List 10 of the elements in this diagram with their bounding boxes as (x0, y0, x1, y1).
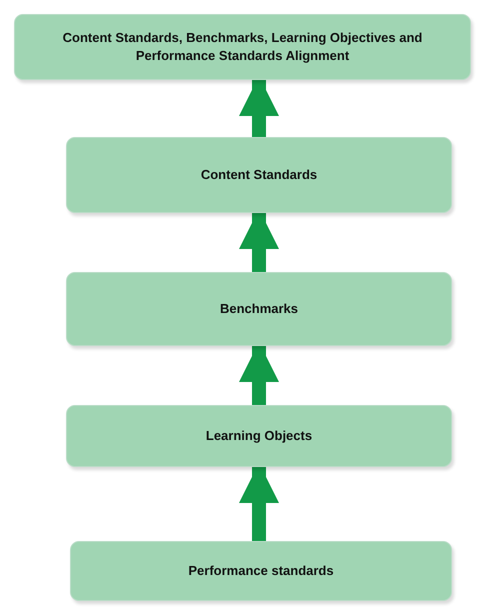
process-box (66, 272, 452, 346)
process-box (70, 541, 452, 601)
box-label: Performance standards (187, 562, 335, 580)
title-box (14, 14, 471, 80)
box-label: Benchmarks (218, 300, 300, 318)
box-label: Learning Objects (204, 427, 314, 445)
process-box (66, 405, 452, 467)
box-label: Content Standards, Benchmarks, Learning Objectives and Performance Standards Alignment (62, 29, 424, 65)
process-box (66, 137, 452, 213)
box-label: Content Standards (200, 166, 318, 184)
